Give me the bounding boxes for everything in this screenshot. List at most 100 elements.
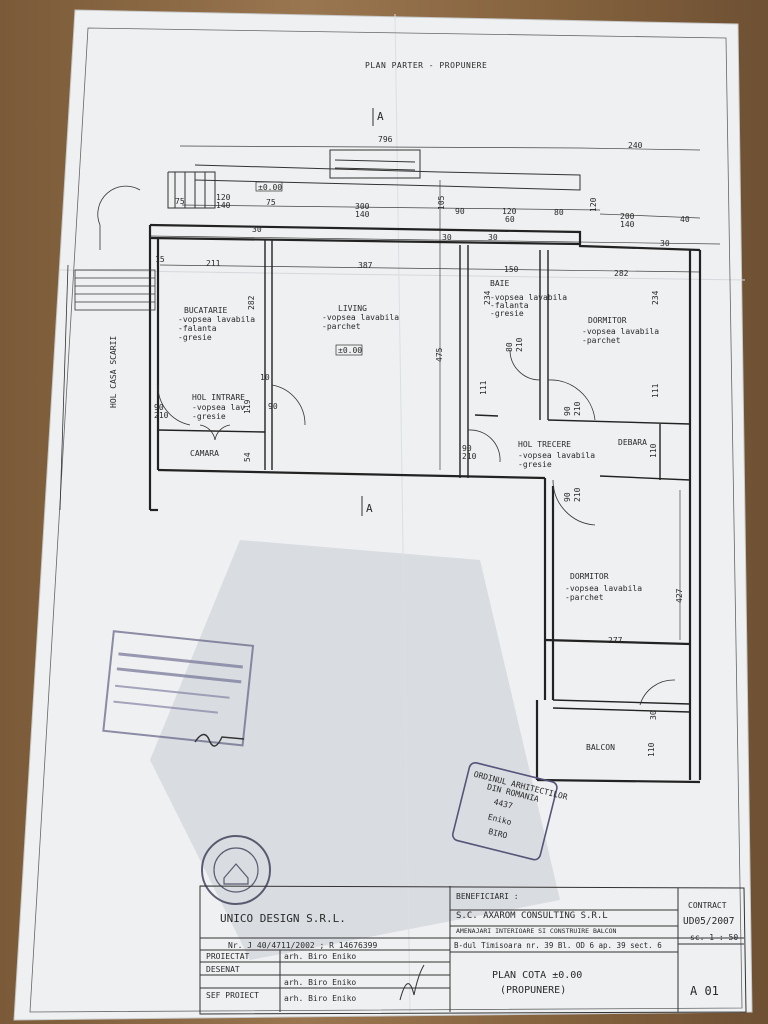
dim: 282 (247, 295, 256, 310)
dim: 54 (243, 452, 252, 462)
contract-label: CONTRACT (688, 901, 727, 910)
svg-text:-falanta: -falanta (178, 324, 217, 333)
svg-text:90: 90 (268, 402, 278, 411)
dim: 234 (483, 290, 492, 305)
dim: 119 (243, 399, 252, 414)
dim: 111 (479, 380, 488, 395)
svg-text:-vopsea lavabila: -vopsea lavabila (518, 451, 595, 460)
room-balcon: BALCON (586, 743, 615, 752)
dim: 75 (175, 197, 185, 206)
beneficiari-label: BENEFICIARI : (456, 892, 519, 901)
svg-text:-parchet: -parchet (322, 322, 361, 331)
scale: sc. 1 : 50 (690, 933, 738, 942)
dim: 75 (266, 198, 276, 207)
dim: 30 (442, 233, 452, 242)
dim: 120 (216, 193, 231, 202)
title-block (199, 885, 747, 1015)
dim-overall: 796 (378, 135, 393, 144)
name-proiectat: arh. Biro Eniko (284, 952, 356, 961)
top-facade (167, 149, 581, 209)
dimension-lines (149, 145, 721, 640)
dim: 60 (505, 215, 515, 224)
dim-right: 240 (628, 141, 643, 150)
room-debara: DEBARA (618, 438, 647, 447)
svg-text:DORMITOR: DORMITOR (570, 572, 609, 581)
dim: 110 (647, 742, 656, 757)
svg-text:80: 80 (505, 342, 514, 352)
level-mark: ±0.00 (258, 183, 282, 192)
dim: 120 (502, 207, 517, 216)
name-desenat: arh. Biro Eniko (284, 978, 356, 987)
svg-text:90: 90 (563, 406, 572, 416)
svg-text:BUCATARIE: BUCATARIE (184, 306, 228, 315)
contract-no: UD05/2007 (683, 916, 734, 927)
svg-text:-vopsea lavabila: -vopsea lavabila (490, 293, 567, 302)
room-bucatarie: BUCATARIE -vopsea lavabila -falanta -gre… (178, 306, 255, 342)
dim: 211 (206, 259, 221, 268)
dim: 15 (155, 255, 165, 264)
dim: 140 (355, 210, 370, 219)
svg-text:LIVING: LIVING (338, 304, 367, 313)
svg-text:-vopsea lavabila: -vopsea lavabila (565, 584, 642, 593)
room-dormitor-2: DORMITOR -vopsea lavabila -parchet (565, 572, 642, 602)
svg-text:90: 90 (462, 444, 472, 453)
dim: 427 (675, 588, 684, 603)
dim: 30 (649, 710, 658, 720)
room-hol-intrare: HOL INTRARE -vopsea lav. -gresie (192, 393, 250, 421)
room-camara: CAMARA (190, 449, 219, 458)
svg-text:-vopsea lavabila: -vopsea lavabila (582, 327, 659, 336)
drawing-border (29, 27, 743, 1013)
sheet-title: PLAN PARTER - PROPUNERE (365, 61, 487, 70)
dim: 80 (554, 208, 564, 217)
project-address: B-dul Timisoara nr. 39 Bl. OD 6 ap. 39 s… (454, 941, 662, 950)
svg-text:-vopsea lavabila: -vopsea lavabila (322, 313, 399, 322)
dim: 282 (614, 269, 629, 278)
svg-text:90: 90 (563, 492, 572, 502)
exterior-walls (148, 223, 702, 784)
municipal-stamp (102, 630, 255, 747)
svg-text:DORMITOR: DORMITOR (588, 316, 627, 325)
svg-text:-gresie: -gresie (192, 412, 226, 421)
room-hol-trecere: HOL TRECERE -vopsea lavabila -gresie (518, 440, 595, 469)
door-labels: 90 210 90 90 210 80 210 90 210 90 210 (154, 337, 582, 502)
dim: 111 (651, 383, 660, 398)
svg-text:-vopsea lav.: -vopsea lav. (192, 403, 250, 412)
name-sef-proiect: arh. Biro Eniko (284, 994, 356, 1003)
dim: 200 (620, 212, 635, 221)
dim: 140 (620, 220, 635, 229)
role-sef-proiect: SEF PROIECT (206, 991, 259, 1000)
dim: 105 (437, 195, 446, 210)
svg-text:-gresie: -gresie (518, 460, 552, 469)
role-desenat: DESENAT (206, 965, 240, 974)
dim: 10 (260, 373, 270, 382)
room-baie: BAIE -vopsea lavabila -falanta -gresie (490, 279, 567, 318)
role-proiectat: PROIECTAT (206, 952, 250, 961)
dim: 110 (649, 443, 658, 458)
company-reg: Nr. J 40/4711/2002 ; R 14676399 (228, 941, 377, 950)
company-name: UNICO DESIGN S.R.L. (220, 912, 346, 925)
svg-text:210: 210 (462, 452, 477, 461)
project-name: AMENAJARI INTERIOARE SI CONSTRUIRE BALCO… (456, 927, 617, 935)
interior-walls (157, 240, 691, 713)
room-dormitor-1: DORMITOR -vopsea lavabila -parchet (582, 316, 659, 345)
staircase (59, 185, 156, 511)
company-seal (201, 835, 271, 905)
dim: 475 (435, 347, 444, 362)
level-tag (255, 181, 283, 192)
section-mark: A (366, 502, 373, 515)
paper-fold-line (59, 269, 746, 281)
beneficiar-name: S.C. AXAROM CONSULTING S.R.L (456, 911, 608, 921)
sheet-number: A 01 (690, 984, 719, 998)
dim: 234 (651, 290, 660, 305)
title-signature (399, 964, 425, 1001)
room-living: LIVING -vopsea lavabila -parchet ±0.00 (322, 304, 399, 356)
svg-text:BAIE: BAIE (490, 279, 509, 288)
dim: 30 (252, 225, 262, 234)
dim: 30 (488, 233, 498, 242)
drawing-title: PLAN COTA ±0.00 (492, 970, 582, 981)
dim: 120 (589, 197, 598, 212)
dim: 387 (358, 261, 373, 270)
signature (194, 733, 245, 747)
